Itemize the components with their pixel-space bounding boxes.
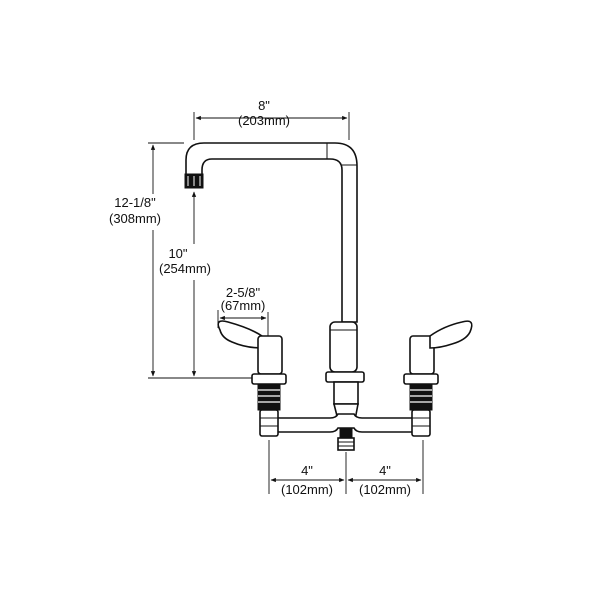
spout-base: [325, 321, 365, 421]
spout-height-imperial: 10": [168, 246, 187, 261]
left-handle: [217, 320, 283, 375]
overall-height-dimension: 12-1/8" (308mm): [109, 142, 252, 379]
left-spacing-metric: (102mm): [281, 482, 333, 497]
connector-pipe: [271, 409, 421, 451]
overall-height-imperial: 12-1/8": [114, 195, 156, 210]
spout-reach-dimension: 8" (203mm): [193, 98, 350, 140]
spout-height-dimension: 10" (254mm): [159, 191, 211, 377]
handle-reach-dimension: 2-5/8" (67mm): [217, 285, 269, 336]
spout: [185, 142, 358, 323]
spout-height-metric: (254mm): [159, 261, 211, 276]
handle-reach-imperial: 2-5/8": [226, 285, 261, 300]
left-spacing-dimension: 4" (102mm): [268, 440, 347, 497]
left-spacing-imperial: 4": [301, 463, 313, 478]
handle-reach-metric: (67mm): [221, 298, 266, 313]
spout-reach-imperial: 8": [258, 98, 270, 113]
left-valve-body: [251, 373, 287, 437]
right-spacing-imperial: 4": [379, 463, 391, 478]
spout-reach-metric: (203mm): [238, 113, 290, 128]
right-spacing-dimension: 4" (102mm): [347, 440, 424, 497]
right-valve-body: [403, 373, 439, 437]
right-spacing-metric: (102mm): [359, 482, 411, 497]
right-handle: [409, 320, 473, 375]
spout-aerator: [184, 173, 204, 189]
overall-height-metric: (308mm): [109, 211, 161, 226]
